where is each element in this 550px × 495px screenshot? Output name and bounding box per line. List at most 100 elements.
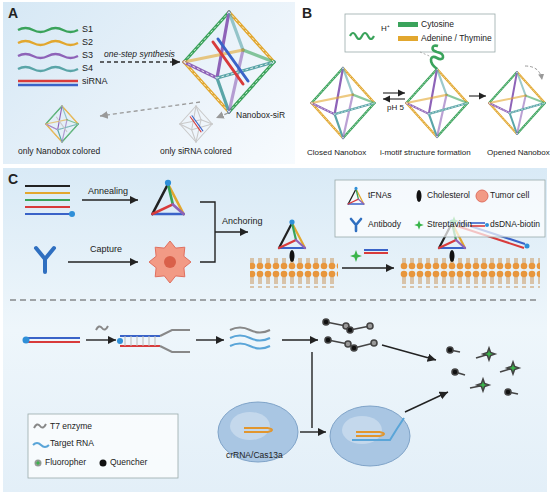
tumor-nucleus [164,256,176,268]
reporter-probes [345,341,351,347]
divider [10,299,540,300]
opening-arrow [525,66,542,80]
target-rna [230,328,270,349]
opened-nanobox [489,72,545,134]
strand-set [18,28,78,32]
legend-label: Fluoropher [45,457,86,467]
annotation-label: S3 [82,50,93,61]
legend-tfna [348,187,364,204]
cleaved-reporters [452,369,458,375]
transcription-complex [117,338,123,344]
target-rna [230,336,270,341]
tetrahedron [152,180,183,214]
legend-label: Antibody [368,219,401,229]
annotation-label: S1 [82,24,93,35]
reporter-probes [371,340,377,346]
signal-arrow [405,392,448,412]
cholesterol [450,250,455,262]
imotif-nanobox [406,69,467,137]
cleave-arrow [382,345,436,360]
nanobox-siR [184,12,274,112]
transcription-complex [160,330,190,352]
target-rna [230,328,270,333]
nanobox-siR [184,12,274,112]
target-join [311,352,312,428]
cleaved-reporters [447,347,519,395]
annotation-label: one-step synthesis [104,49,175,59]
antibody [36,248,54,272]
dna-template [23,337,81,344]
annotation-label: S4 [82,63,93,74]
reporter-probes [323,319,377,351]
activation-arrow [300,431,326,432]
synthesis-arrow [100,61,180,62]
legend-label: T7 enzyme [50,421,92,431]
equilibrium-arrow [383,92,405,93]
nanobox-colored [56,117,67,132]
cleaved-reporters [507,362,519,374]
legend-dsdna [470,223,489,227]
legend-fluorophore-star [35,460,41,466]
tfna-strands [69,211,75,217]
t7-enzyme [96,326,108,330]
open-arrow [469,95,486,96]
legend-box [28,414,178,478]
reporter-probes [351,345,357,351]
imotif-knot [431,46,443,69]
cleaved-reporters [447,347,453,353]
dsdna-reagent [364,252,388,254]
reporter-probes [325,337,331,343]
legend-quencher [100,460,107,467]
at-sample [398,36,418,41]
nanobox-siR [213,39,248,84]
legend-label: tFNAs [368,190,392,200]
cas13a [244,428,272,432]
annotation-label: only Nanobox colored [18,146,100,156]
cleaved-reporters [476,355,486,358]
anchored-tfna [279,219,305,248]
dsdna-reagent [364,250,388,253]
transcription-complex [120,335,160,337]
cleaved-reporters [477,379,489,391]
anchoring-arrow [215,231,248,232]
strand-set [18,54,78,58]
activated-cas13a [330,406,410,466]
nanobox-colored [46,106,78,142]
capture-arrow [68,261,138,262]
legend-fluorophore-star [35,460,41,466]
legend-label: Target RNA [50,438,94,448]
streptavidin [350,250,362,262]
nanobox-colored [46,106,78,142]
tfna-strands [25,192,70,194]
annotation-label: Closed Nanobox [307,148,366,158]
tfna-strands [25,213,70,215]
legend-antibody [351,219,361,231]
legend-target-rna [33,443,49,447]
cleaved-reporters [483,348,495,360]
opened-nanobox [489,72,545,134]
sirna-colored [180,106,212,142]
cas13a [218,402,298,462]
merge-bracket [200,202,215,262]
legend-t7 [34,424,46,428]
dsdna-reagent [364,249,388,251]
activated-cas13a [356,432,384,436]
inset-box [345,14,495,52]
strand-set [18,84,78,86]
release-arrow [196,339,224,340]
transcription-arrow [86,339,116,340]
legend-label: Tumor cell [490,190,529,200]
annotation-label: Capture [90,244,122,255]
reporter-probes [367,323,373,329]
annotation-label: crRNA/Cas13a [226,450,283,460]
dna-template [28,341,80,343]
tfna-strands [25,186,75,217]
legend-tumor [476,190,488,202]
anchored-tfna [279,219,305,248]
strand-set [18,80,78,82]
tetrahedron [152,180,183,214]
annotation-label: Opened Nanobox [487,148,550,158]
legend-label: Streptavidin [427,219,472,229]
legend-label: Adenine / Thymine [421,33,492,43]
